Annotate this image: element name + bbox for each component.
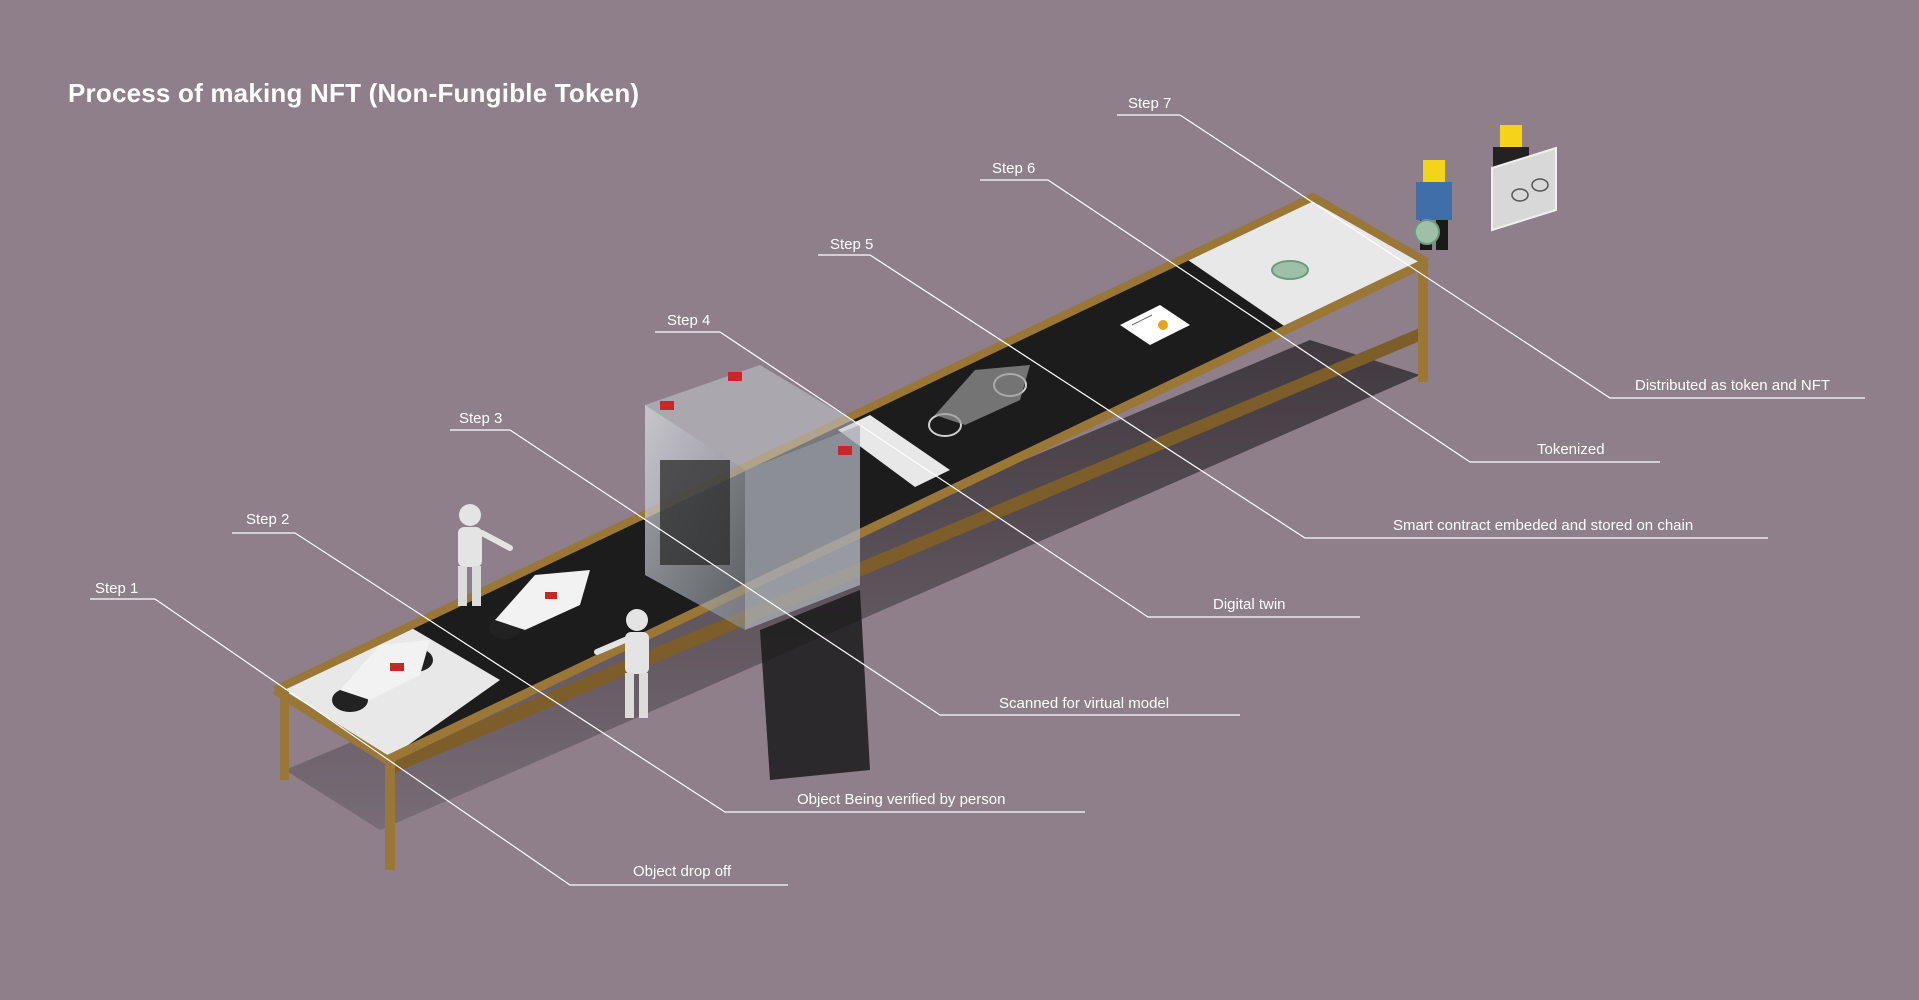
token-coin [1271,260,1309,280]
step-7-description: Distributed as token and NFT [1635,377,1830,394]
step-label-group-7: Step 7 Distributed as token and NFT [1117,95,1865,399]
scanner-red-marker [838,446,852,455]
smart-contract-document [1120,305,1190,345]
step-3-description: Scanned for virtual model [999,695,1169,712]
step-label-group-3: Step 3 Scanned for virtual model [450,410,1240,716]
step-5-description: Smart contract embeded and stored on cha… [1393,517,1693,534]
step-label-group-2: Step 2 Object Being verified by person [232,511,1085,813]
step-5-label: Step 5 [830,236,873,253]
step-6-label: Step 6 [992,160,1035,177]
verifier-person-back [458,504,513,606]
conveyor-leg [1418,262,1428,382]
scanner-reflection [760,590,870,780]
rollers-middle [838,415,950,487]
step-label-group-1: Step 1 Object drop off [90,580,788,886]
step-label-group-4: Step 4 Digital twin [655,312,1360,618]
motorcycle-step2 [489,570,590,639]
nft-holder-figure [1491,125,1557,232]
conveyor-leg [385,760,395,870]
rollers-start [275,627,500,760]
motorcycle-step1 [332,640,433,712]
scanner-opening [660,460,730,565]
scanner-back [645,365,860,470]
step-1-description: Object drop off [633,863,732,880]
step-2-description: Object Being verified by person [797,791,1005,808]
motorcycle-digital-twin [928,365,1030,437]
step-3-label: Step 3 [459,410,502,427]
step-7-label: Step 7 [1128,95,1171,112]
step-4-description: Digital twin [1213,596,1286,613]
step-1-label: Step 1 [95,580,138,597]
page-title: Process of making NFT (Non-Fungible Toke… [68,78,640,108]
token-holder-figure [1414,160,1452,250]
step-4-label: Step 4 [667,312,710,329]
conveyor-frame-back-edge [273,192,1429,694]
scanner-red-marker [728,372,742,381]
scanner-side [745,425,860,630]
verifier-person-front [594,609,649,718]
step-label-group-6: Step 6 Tokenized [980,160,1660,463]
step-label-group-5: Step 5 Smart contract embeded and stored… [818,236,1768,539]
step-2-label: Step 2 [246,511,289,528]
conveyor-leg [280,690,289,780]
step-6-description: Tokenized [1537,441,1605,458]
scanner-red-marker [660,401,674,410]
